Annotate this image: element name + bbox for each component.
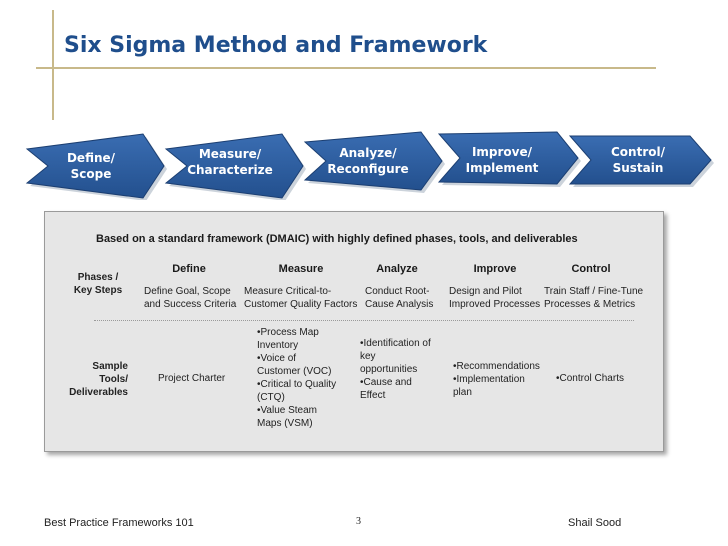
deliverable-analyze: •Identification of key opportunities •Ca… [360, 338, 431, 401]
footer-author: Shail Sood [568, 517, 622, 529]
slide-title: Six Sigma Method and Framework [64, 33, 488, 58]
key-step-analyze: Conduct Root- Cause Analysis [365, 286, 434, 310]
chevron-measure-label: Measure/ Characterize [187, 147, 273, 177]
deliverable-control: •Control Charts [556, 373, 624, 384]
page-number: 3 [356, 516, 361, 527]
chevron-improve-label: Improve/ Implement [465, 145, 539, 175]
key-step-measure: Measure Critical-to- Customer Quality Fa… [244, 286, 358, 310]
framework-panel [44, 211, 664, 452]
row-label-deliverables: Sample Tools/ Deliverables [69, 361, 128, 398]
row-divider [94, 320, 634, 321]
column-analyze: Analyze [376, 263, 418, 275]
chevron-improve-shape [437, 131, 581, 187]
column-measure: Measure [278, 263, 324, 275]
column-define: Define [172, 263, 206, 275]
title-accent-horizontal-line [36, 67, 656, 69]
deliverable-improve: •Recommendations •Implementation plan [453, 361, 540, 398]
column-improve: Improve [473, 263, 517, 275]
chevron-analyze-label: Analyze/ Reconfigure [327, 146, 409, 176]
key-step-control: Train Staff / Fine-Tune Processes & Metr… [544, 286, 644, 310]
chevron-measure-shape [164, 133, 306, 200]
chevron-control-label: Control/ Sustain [611, 145, 665, 175]
footer-title: Best Practice Frameworks 101 [44, 517, 194, 529]
row-label-phases: Phases / Key Steps [73, 272, 123, 296]
phase-chevrons [25, 131, 714, 200]
chevron-define-label: Define/ Scope [66, 151, 116, 181]
deliverable-define: Project Charter [158, 373, 226, 384]
chevron-analyze-shape [303, 131, 445, 193]
title-accent-vertical-line [52, 10, 54, 120]
chevron-control-shape [568, 135, 714, 187]
column-control: Control [571, 263, 611, 275]
key-step-improve: Design and Pilot Improved Processes [449, 286, 541, 310]
chevron-define-shape [25, 133, 167, 200]
key-step-define: Define Goal, Scope and Success Criteria [144, 286, 237, 310]
panel-heading: Based on a standard framework (DMAIC) wi… [96, 233, 578, 245]
deliverable-measure: •Process Map Inventory •Voice of Custome… [257, 327, 337, 429]
